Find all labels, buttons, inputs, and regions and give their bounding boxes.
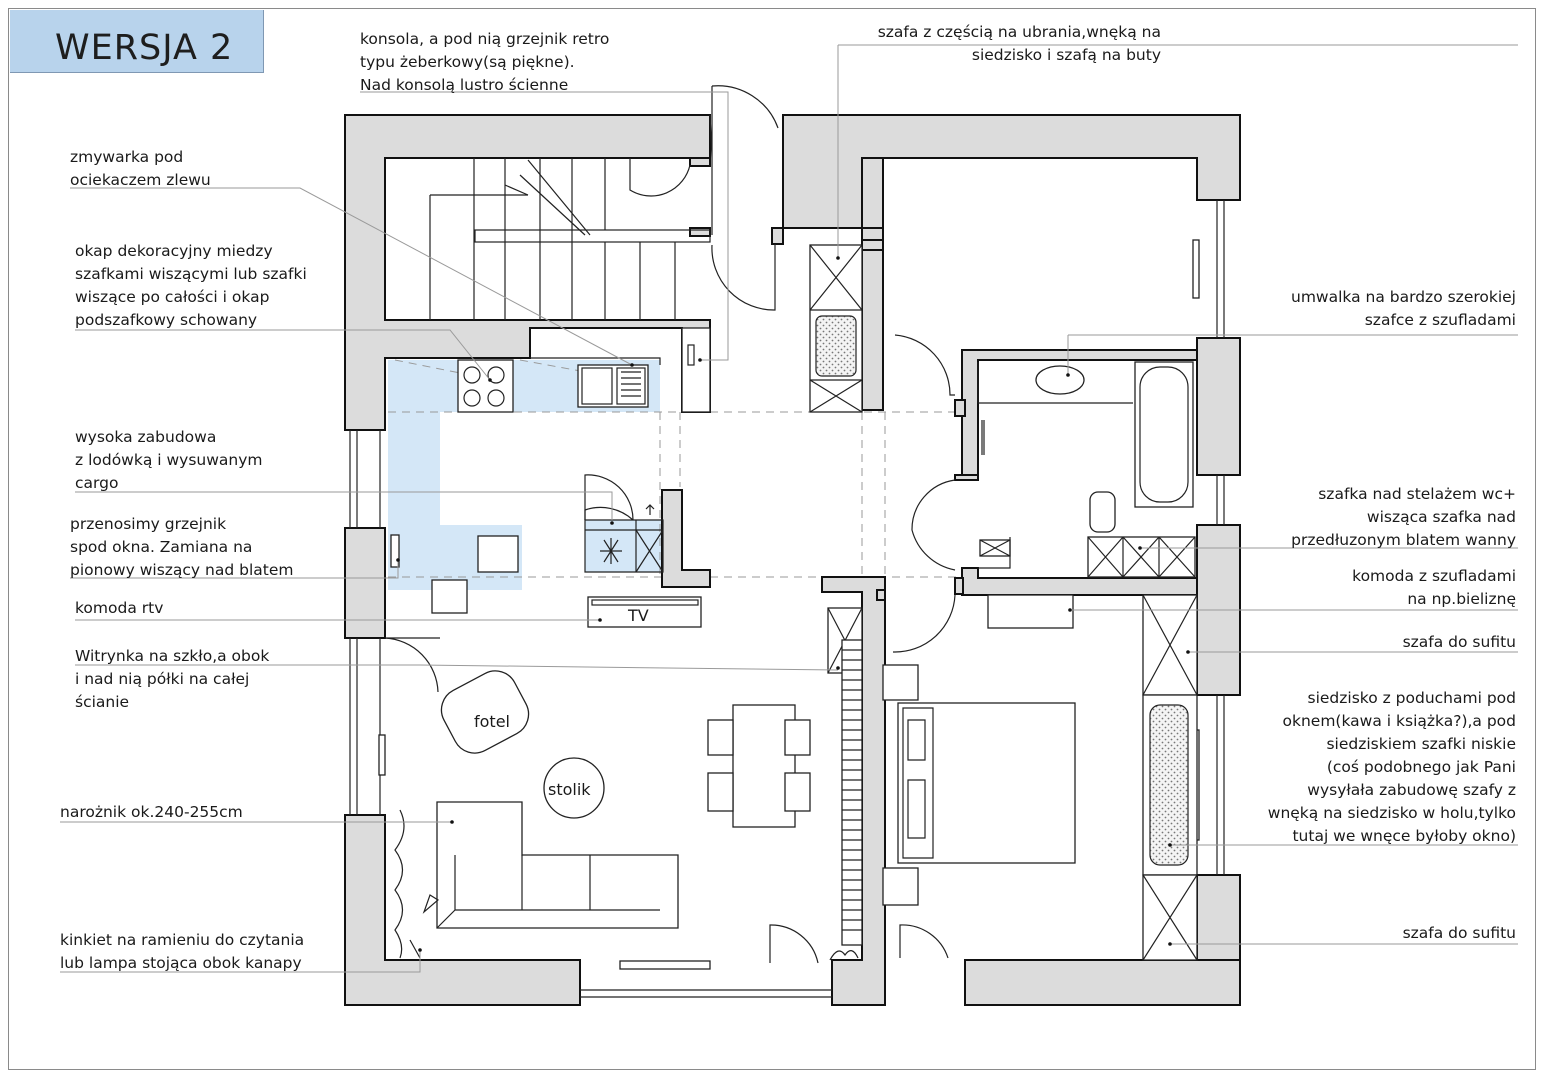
- version-tag: WERSJA 2: [10, 10, 264, 73]
- bedroom: [882, 594, 1198, 961]
- drawing-frame: [8, 8, 1536, 1070]
- hall-wardrobe: [809, 244, 863, 413]
- note-komoda-rtv: komoda rtv: [75, 599, 164, 617]
- note-szafa-do-sufitu-2: szafa do sufitu: [1402, 924, 1516, 942]
- bathroom: [977, 361, 1196, 578]
- version-label: WERSJA 2: [55, 28, 234, 68]
- tv-label: TV: [628, 606, 649, 625]
- stairs: [429, 158, 711, 320]
- display-cabinet: [827, 607, 863, 946]
- note-szafa-do-sufitu-1: szafa do sufitu: [1402, 633, 1516, 651]
- tv-console: [587, 596, 702, 628]
- coffee-table-label: stolik: [548, 780, 591, 799]
- kitchen-units: [390, 327, 711, 614]
- leader-lines: [60, 44, 1518, 973]
- fridge-area: [585, 520, 663, 572]
- armchair-label: fotel: [474, 712, 510, 731]
- walls: [344, 114, 1241, 1006]
- kitchen-area: [388, 360, 660, 590]
- living-room: [384, 637, 859, 964]
- note-naroznik: narożnik ok.240-255cm: [60, 803, 243, 821]
- note-szafka-wc: szafka nad stelażem wc+wisząca szafka na…: [1291, 485, 1516, 549]
